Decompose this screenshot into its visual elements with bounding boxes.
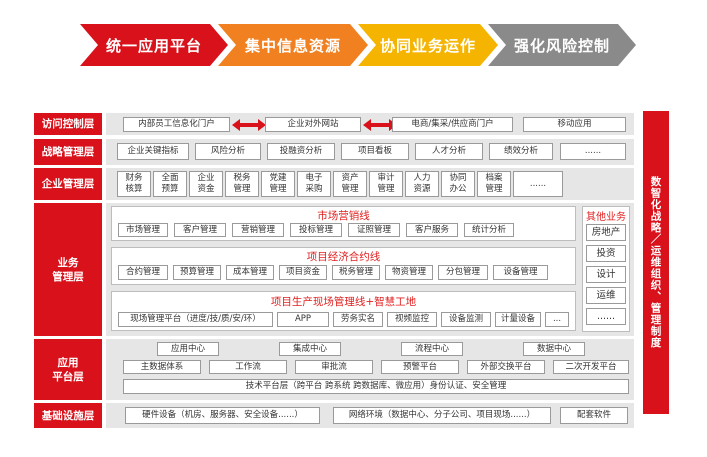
marketing-item[interactable]: 客户管理	[174, 223, 226, 237]
strategy-item[interactable]: 企业关键指标	[117, 143, 189, 160]
banner-step-1: 统一应用平台	[80, 24, 228, 66]
enterprise-item[interactable]: 党建 管理	[261, 171, 295, 197]
enterprise-item[interactable]: 税务 管理	[225, 171, 259, 197]
marketing-item[interactable]: 客户服务	[406, 223, 458, 237]
side-bar-strategy-ops: 数智化战略／运维组织、管理制度	[643, 111, 669, 414]
other-business-item[interactable]: 设计	[586, 266, 626, 283]
strategy-item[interactable]: 投融资分析	[267, 143, 335, 160]
enterprise-item[interactable]: ......	[513, 171, 563, 197]
enterprise-item[interactable]: 档案 管理	[477, 171, 511, 197]
marketing-item[interactable]: 投标管理	[290, 223, 342, 237]
enterprise-item[interactable]: 企业 资金	[189, 171, 223, 197]
production-item[interactable]: ...	[545, 312, 569, 327]
production-item[interactable]: 视频监控	[387, 312, 437, 327]
economic-title: 项目经济合约线	[306, 251, 381, 263]
app-platform-item[interactable]: 工作流	[209, 360, 287, 374]
economic-item[interactable]: 设备管理	[493, 265, 548, 280]
app-platform-item[interactable]: 主数据体系	[123, 360, 201, 374]
app-platform-item[interactable]: 二次开发平台	[553, 360, 629, 374]
app-center-item[interactable]: 应用中心	[157, 342, 219, 356]
marketing-item[interactable]: 市场管理	[118, 223, 168, 237]
other-business-item[interactable]: ......	[586, 308, 626, 325]
strategy-item[interactable]: 绩效分析	[489, 143, 553, 160]
strategy-item[interactable]: ......	[560, 143, 626, 160]
app-center-item[interactable]: 集成中心	[279, 342, 341, 356]
enterprise-item[interactable]: 协同 办公	[441, 171, 475, 197]
production-title: 项目生产现场管理线+智慧工地	[270, 296, 417, 308]
marketing-item[interactable]: 证照管理	[348, 223, 400, 237]
other-business-item[interactable]: 投资	[586, 245, 626, 262]
economic-item[interactable]: 项目资金	[279, 265, 327, 280]
layer-label-app: 应用 平台层	[34, 339, 102, 400]
access-item[interactable]: 移动应用	[523, 117, 626, 132]
marketing-item[interactable]: 统计分析	[464, 223, 514, 237]
economic-item[interactable]: 成本管理	[226, 265, 274, 280]
infra-item[interactable]: 硬件设备（机房、服务器、安全设备......）	[125, 407, 320, 424]
double-arrow-icon	[363, 119, 397, 131]
production-item[interactable]: APP	[277, 312, 329, 327]
economic-item[interactable]: 税务管理	[332, 265, 380, 280]
strategy-item[interactable]: 人才分析	[415, 143, 483, 160]
economic-item[interactable]: 合约管理	[118, 265, 168, 280]
access-item[interactable]: 企业对外网站	[265, 117, 361, 132]
other-business-item[interactable]: 房地产	[586, 224, 626, 241]
infra-item[interactable]: 配套软件	[560, 407, 628, 424]
app-center-item[interactable]: 流程中心	[401, 342, 463, 356]
double-arrow-icon	[232, 119, 266, 131]
enterprise-item[interactable]: 电子 采购	[297, 171, 331, 197]
other-business-item[interactable]: 运维	[586, 287, 626, 304]
production-item[interactable]: 劳务实名	[333, 312, 383, 327]
app-platform-item[interactable]: 预警平台	[381, 360, 459, 374]
layer-label-access: 访问控制层	[34, 113, 102, 135]
banner-step-3: 协同业务运作	[358, 24, 498, 66]
app-center-item[interactable]: 数据中心	[523, 342, 585, 356]
strategy-item[interactable]: 风险分析	[195, 143, 261, 160]
strategy-item[interactable]: 项目看板	[341, 143, 409, 160]
production-item[interactable]: 计量设备	[495, 312, 541, 327]
enterprise-item[interactable]: 全面 预算	[153, 171, 187, 197]
economic-item[interactable]: 物资管理	[385, 265, 433, 280]
enterprise-item[interactable]: 人力 资源	[405, 171, 439, 197]
infra-item[interactable]: 网络环境（数据中心、分子公司、项目现场......）	[333, 407, 551, 424]
layer-label-enterprise: 企业管理层	[34, 168, 102, 200]
access-item[interactable]: 内部员工信息化门户	[123, 117, 230, 132]
production-item[interactable]: 设备监测	[441, 312, 491, 327]
access-item[interactable]: 电商/集采/供应商门户	[392, 117, 513, 132]
production-item[interactable]: 现场管理平台（进度/技/质/安/环）	[118, 312, 273, 327]
banner-step-4: 强化风险控制	[488, 24, 636, 66]
economic-item[interactable]: 分包管理	[438, 265, 488, 280]
app-platform-item[interactable]: 审批流	[295, 360, 373, 374]
enterprise-item[interactable]: 资产 管理	[333, 171, 367, 197]
marketing-title: 市场营销线	[317, 210, 370, 222]
enterprise-item[interactable]: 审计 管理	[369, 171, 403, 197]
tech-platform-bar[interactable]: 技术平台层（跨平台 跨系统 跨数据库、微应用）身份认证、安全管理	[123, 379, 629, 394]
layer-label-business: 业务 管理层	[34, 203, 102, 336]
marketing-item[interactable]: 营销管理	[232, 223, 284, 237]
enterprise-item[interactable]: 财务 核算	[117, 171, 151, 197]
economic-item[interactable]: 预算管理	[173, 265, 221, 280]
layer-label-strategy: 战略管理层	[34, 139, 102, 165]
layer-label-infra: 基础设施层	[34, 403, 102, 428]
app-platform-item[interactable]: 外部交换平台	[467, 360, 545, 374]
banner-step-2: 集中信息资源	[218, 24, 368, 66]
other-business-title: 其他业务	[586, 212, 626, 223]
